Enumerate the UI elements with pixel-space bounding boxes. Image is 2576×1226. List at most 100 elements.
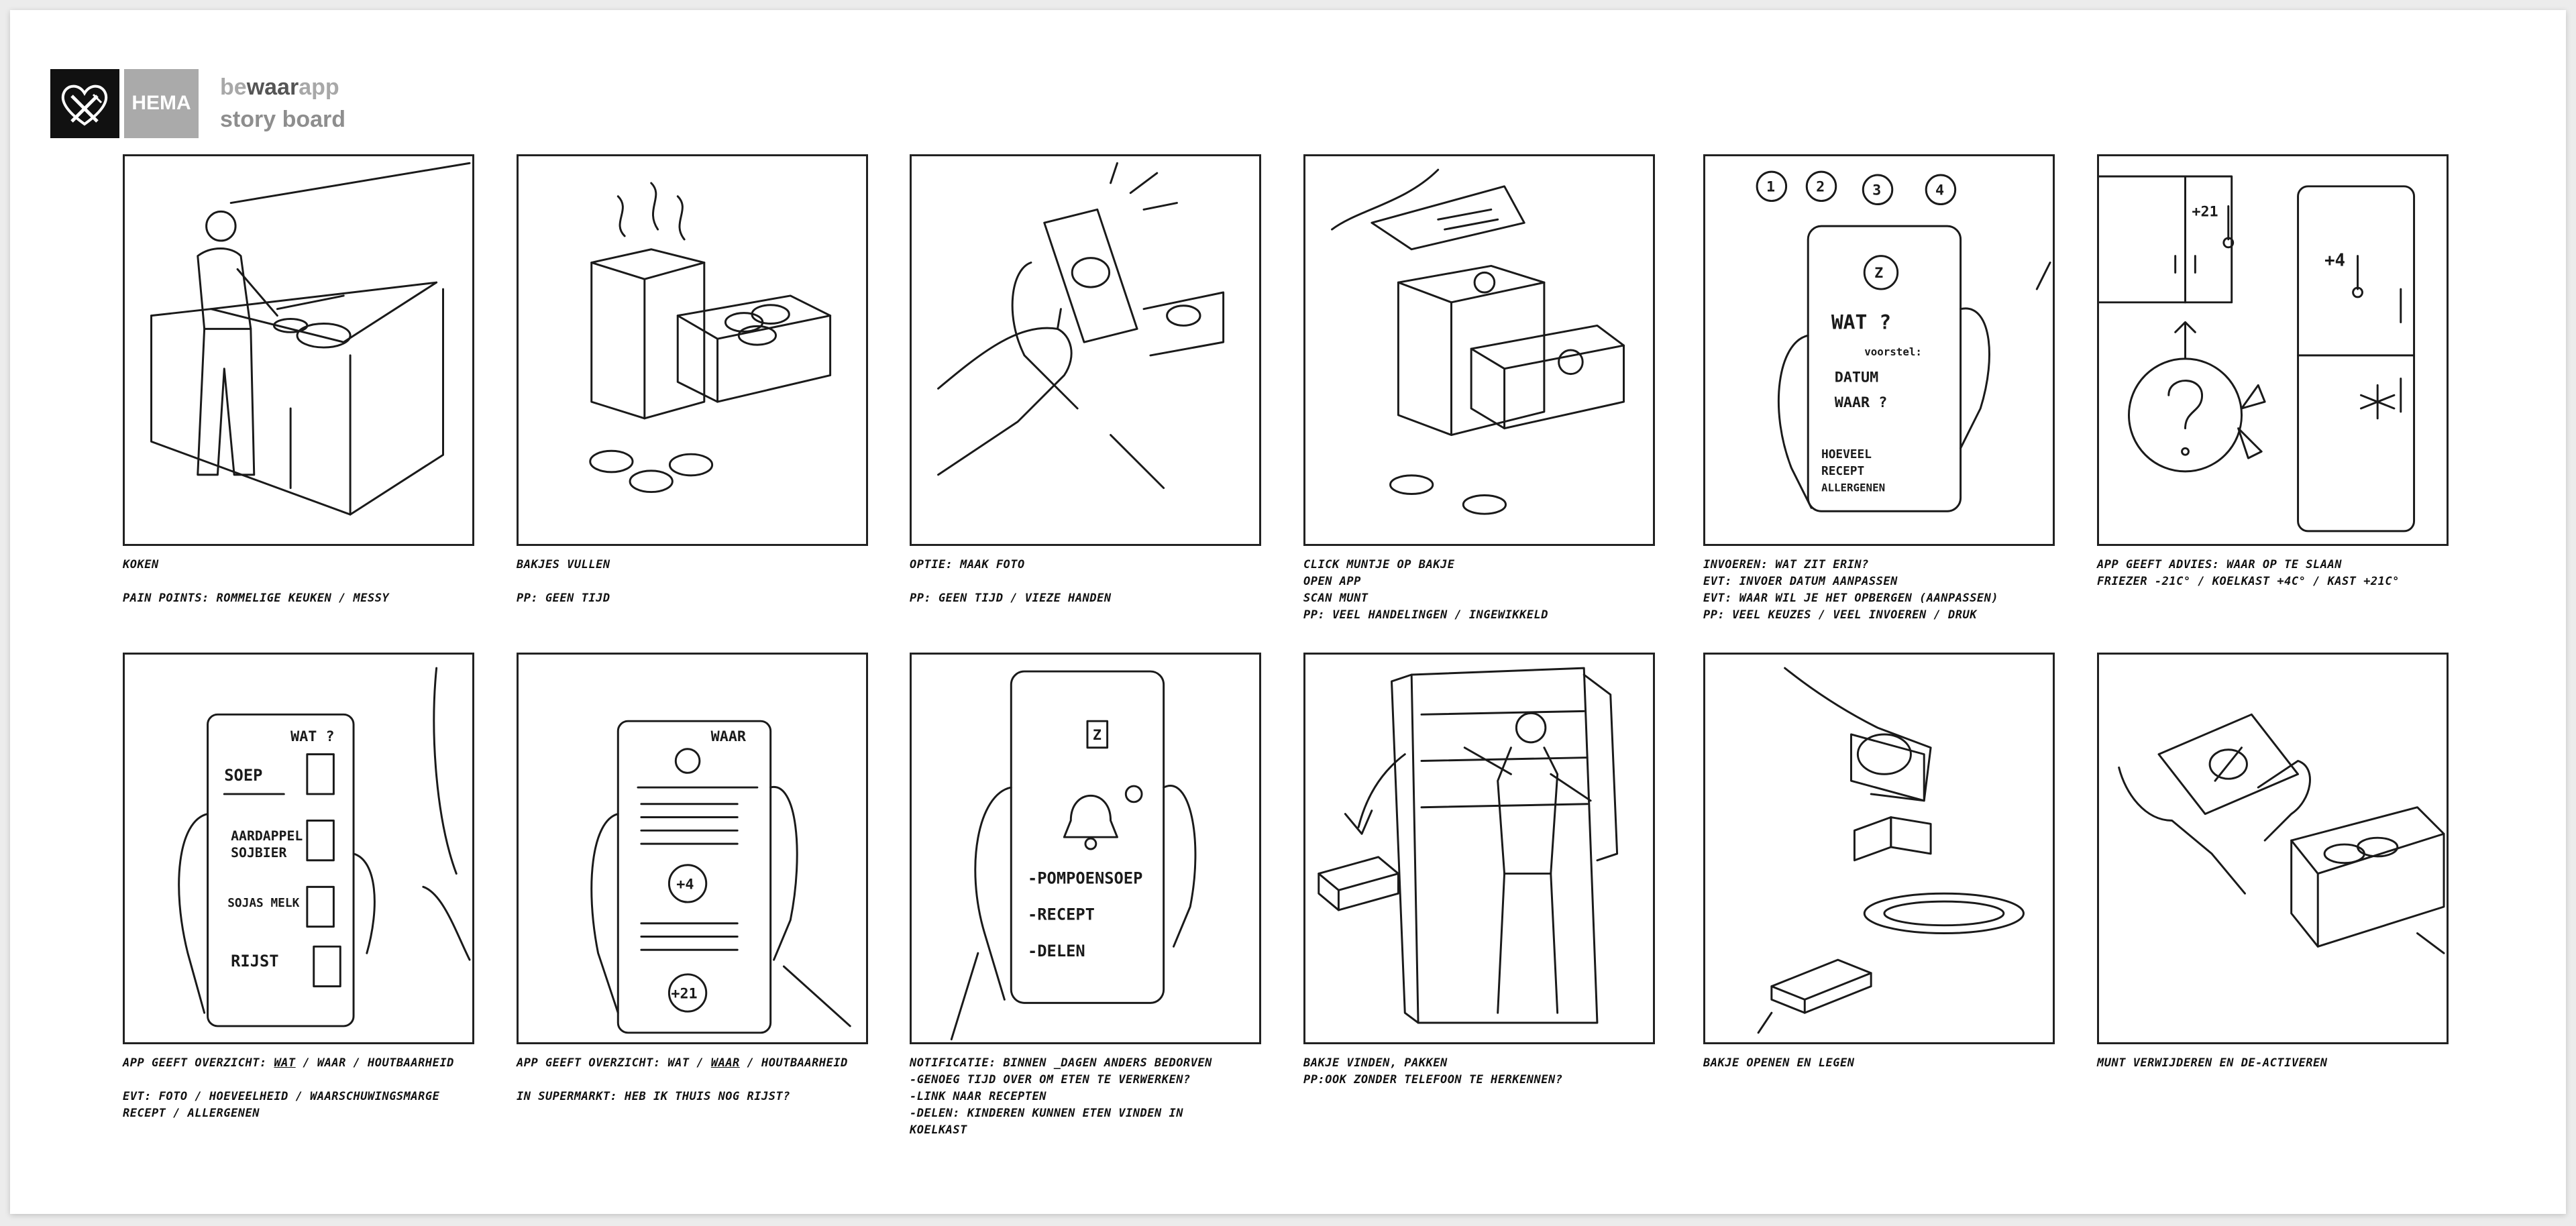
sketch-waar-header: WAAR bbox=[711, 728, 747, 745]
phone-notification-sketch: Z -POMPOENSOEP -RECEPT -DELEN bbox=[950, 670, 1197, 1041]
caption-line: pp: geen tijd / vieze handen bbox=[910, 592, 1112, 605]
caption-scan-munt: click muntje op bakje open app scan munt… bbox=[1303, 557, 1679, 624]
sketch-waar: WAAR ? bbox=[1835, 394, 1888, 411]
app-name-suffix: app bbox=[299, 74, 339, 100]
sketch-delen: -DELEN bbox=[1028, 942, 1085, 960]
scan-coin-sketch bbox=[1331, 168, 1625, 515]
temp-plus4: +4 bbox=[2324, 250, 2345, 270]
step-number: 3 bbox=[1872, 182, 1881, 199]
caption-openen-legen: bakje openen en legen bbox=[1703, 1055, 2079, 1072]
caption-line: app geeft overzicht: wat / waar / houtba… bbox=[517, 1055, 892, 1072]
caption-line: optie: maak foto bbox=[910, 558, 1025, 571]
temp-plus4: +4 bbox=[676, 876, 694, 893]
panel-openen-legen bbox=[1703, 653, 2055, 1044]
sketch-datum: DATUM bbox=[1835, 369, 1878, 386]
sketch-wat-header: WAT ? bbox=[290, 728, 334, 745]
caption-line: pp: geen tijd bbox=[517, 592, 610, 605]
app-name-bold: waar bbox=[246, 74, 299, 100]
sketch-sojbier: SOJBIER bbox=[231, 845, 286, 860]
sketch-recept: -RECEPT bbox=[1028, 905, 1095, 924]
caption-munt-verwijderen: munt verwijderen en de-activeren bbox=[2097, 1055, 2473, 1072]
caption-line: pp: veel keuzes / veel invoeren / druk bbox=[1703, 608, 1977, 622]
caption-line: evt: foto / hoeveelheid / waarschuwingsm… bbox=[123, 1090, 440, 1103]
cooking-sketch bbox=[150, 162, 471, 516]
caption-bakje-vinden: bakje vinden, pakken pp:ook zonder telef… bbox=[1303, 1055, 1679, 1089]
hema-logo-text: HEMA bbox=[131, 92, 191, 114]
sketch-pompoensoep: -POMPOENSOEP bbox=[1028, 869, 1142, 887]
caption-overzicht-wat: app geeft overzicht: wat / waar / houtba… bbox=[123, 1055, 498, 1122]
sketch-aardappel: AARDAPPEL bbox=[231, 828, 303, 844]
temp-plus21: +21 bbox=[2192, 203, 2218, 220]
coin-label: Z bbox=[1874, 265, 1883, 282]
photo-sketch bbox=[937, 162, 1225, 490]
panel-notificatie: Z -POMPOENSOEP -RECEPT -DELEN bbox=[910, 653, 1261, 1044]
phone-input-sketch: 1 2 3 4 Z WAT ? voorstel: DATUM WAAR ? H… bbox=[1756, 170, 2051, 512]
heart-cutlery-logo-icon bbox=[50, 69, 119, 138]
phone-overview-what-sketch: WAT ? SOEP AARDAPPEL SOJBIER SOJAS MELK … bbox=[178, 667, 471, 1027]
caption-text: / houtbaarheid bbox=[739, 1056, 848, 1070]
caption-line: notificatie: binnen _dagen anders bedorv… bbox=[910, 1056, 1212, 1070]
sketch-recept: RECEPT bbox=[1821, 464, 1864, 478]
sketch-rijst: RIJST bbox=[231, 952, 278, 970]
step-number: 4 bbox=[1935, 182, 1944, 199]
caption-line: bakje vinden, pakken bbox=[1303, 1056, 1448, 1070]
caption-line: app geeft advies: waar op te slaan bbox=[2097, 558, 2342, 571]
empty-container-sketch bbox=[1757, 667, 2025, 1034]
caption-line: evt: waar wil je het opbergen (aanpassen… bbox=[1703, 592, 1999, 605]
remove-coin-sketch bbox=[2118, 713, 2445, 954]
caption-line: -link naar recepten bbox=[910, 1090, 1046, 1103]
caption-line: koken bbox=[123, 558, 159, 571]
caption-line: recept / allergenen bbox=[123, 1107, 260, 1120]
storage-advice-sketch: +21 +4 bbox=[2099, 175, 2416, 533]
caption-line: -genoeg tijd over om eten te verwerken? bbox=[910, 1073, 1191, 1086]
sketch-hoeveel: HOEVEEL bbox=[1821, 447, 1872, 461]
temp-plus21: +21 bbox=[671, 985, 697, 1002]
caption-line: friezer -21c° / koelkast +4c° / kast +21… bbox=[2097, 575, 2400, 588]
panel-overzicht-waar: WAAR +4 +21 bbox=[517, 653, 868, 1044]
caption-line: scan munt bbox=[1303, 592, 1368, 605]
app-name: bewaarapp bbox=[220, 74, 339, 101]
caption-text: app geeft overzicht: bbox=[123, 1056, 274, 1070]
caption-koken: koken pain points: rommelige keuken / me… bbox=[123, 557, 498, 607]
sketch-allergenen: ALLERGENEN bbox=[1821, 482, 1885, 494]
coin-label: Z bbox=[1093, 727, 1102, 744]
panel-bakjes-vullen bbox=[517, 154, 868, 546]
caption-line: bakjes vullen bbox=[517, 558, 610, 571]
caption-text: app geeft overzicht: wat / bbox=[517, 1056, 711, 1070]
caption-underlined: waar bbox=[710, 1056, 740, 1070]
step-number: 2 bbox=[1816, 179, 1825, 196]
panel-scan-munt bbox=[1303, 154, 1655, 546]
caption-overzicht-waar: app geeft overzicht: wat / waar / houtba… bbox=[517, 1055, 892, 1105]
caption-line: click muntje op bakje bbox=[1303, 558, 1455, 571]
caption-line: koelkast bbox=[910, 1123, 967, 1137]
caption-line: invoeren: wat zit erin? bbox=[1703, 558, 1869, 571]
caption-line: bakje openen en legen bbox=[1703, 1056, 1855, 1070]
caption-line: pain points: rommelige keuken / messy bbox=[123, 592, 390, 605]
sketch-voorstel: voorstel: bbox=[1864, 345, 1922, 358]
caption-notificatie: notificatie: binnen _dagen anders bedorv… bbox=[910, 1055, 1285, 1139]
panel-koken bbox=[123, 154, 474, 546]
hema-logo: HEMA bbox=[124, 69, 199, 138]
caption-text: / waar / houtbaarheid bbox=[295, 1056, 454, 1070]
caption-line: in supermarkt: heb ik thuis nog rijst? bbox=[517, 1090, 790, 1103]
sketch-soep: SOEP bbox=[224, 766, 262, 785]
panel-munt-verwijderen bbox=[2097, 653, 2449, 1044]
panel-maak-foto bbox=[910, 154, 1261, 546]
app-name-prefix: be bbox=[220, 74, 247, 100]
caption-line: app geeft overzicht: wat / waar / houtba… bbox=[123, 1055, 498, 1072]
panel-invoeren: 1 2 3 4 Z WAT ? voorstel: DATUM WAAR ? H… bbox=[1703, 154, 2055, 546]
caption-invoeren: invoeren: wat zit erin? evt: invoer datu… bbox=[1703, 557, 2079, 624]
panel-overzicht-wat: WAT ? SOEP AARDAPPEL SOJBIER SOJAS MELK … bbox=[123, 653, 474, 1044]
caption-underlined: wat bbox=[274, 1056, 296, 1070]
sketch-wat: WAT ? bbox=[1831, 310, 1891, 333]
fridge-sketch bbox=[1318, 667, 1619, 1024]
panel-bakje-vinden bbox=[1303, 653, 1655, 1044]
storyboard-sheet: HEMA bewaarapp story board koken pain po… bbox=[10, 10, 2566, 1214]
caption-line: munt verwijderen en de-activeren bbox=[2097, 1056, 2328, 1070]
step-number: 1 bbox=[1766, 179, 1775, 196]
caption-line: -delen: kinderen kunnen eten vinden in bbox=[910, 1107, 1183, 1120]
caption-line: pp: veel handelingen / ingewikkeld bbox=[1303, 608, 1548, 622]
caption-advies: app geeft advies: waar op te slaan friez… bbox=[2097, 557, 2473, 590]
caption-bakjes-vullen: bakjes vullen pp: geen tijd bbox=[517, 557, 892, 607]
page-subtitle: story board bbox=[220, 107, 346, 132]
